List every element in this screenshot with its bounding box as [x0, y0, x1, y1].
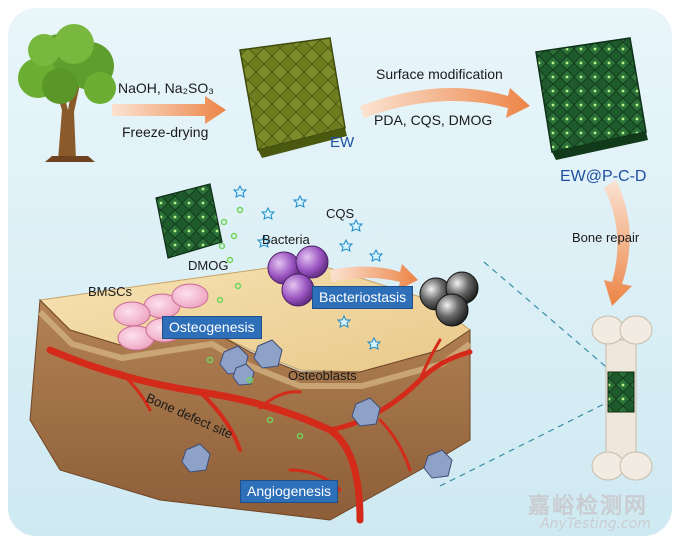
angiogenesis-tag: Angiogenesis — [240, 480, 339, 503]
treated-bacteria-cluster — [419, 271, 479, 327]
scaffold-small — [155, 183, 223, 259]
bacteria-label: Bacteria — [262, 232, 310, 247]
ew-pcd-label: EW@P-C-D — [560, 168, 647, 185]
bacteriostasis-tag: Bacteriostasis — [312, 286, 414, 309]
ew-label: EW — [330, 134, 355, 151]
arrow-step1 — [112, 96, 226, 124]
watermark-cn: 嘉峪检测网 — [528, 494, 649, 519]
dmog-label: DMOG — [188, 258, 229, 273]
cqs-label: CQS — [326, 206, 355, 221]
arrow-bacteriostasis — [330, 264, 418, 290]
arrow-step2 — [360, 88, 530, 118]
step1-process-label: Freeze-drying — [122, 124, 209, 140]
step2-reagents-label: PDA, CQS, DMOG — [374, 112, 493, 128]
step2-process-label: Surface modification — [376, 66, 503, 82]
tree-illustration — [18, 24, 116, 162]
arrow-bone-repair — [604, 180, 632, 306]
osteoblasts-label: Osteoblasts — [288, 368, 357, 383]
bmscs-label: BMSCs — [88, 284, 133, 299]
dmog-dots — [206, 206, 304, 440]
wood-block-ew — [239, 37, 347, 158]
bacteria-cluster — [267, 245, 329, 307]
step1-reagents-label: NaOH, Na₂SO₃ — [118, 80, 214, 96]
cqs-stars — [232, 184, 384, 350]
watermark-en: AnyTesting.com — [540, 516, 651, 532]
osteoblast-cells — [181, 339, 453, 479]
wood-block-ew-pcd — [535, 37, 648, 160]
bone-illustration — [591, 315, 653, 481]
bone-repair-label: Bone repair — [572, 230, 640, 245]
osteogenesis-tag: Osteogenesis — [162, 316, 262, 339]
